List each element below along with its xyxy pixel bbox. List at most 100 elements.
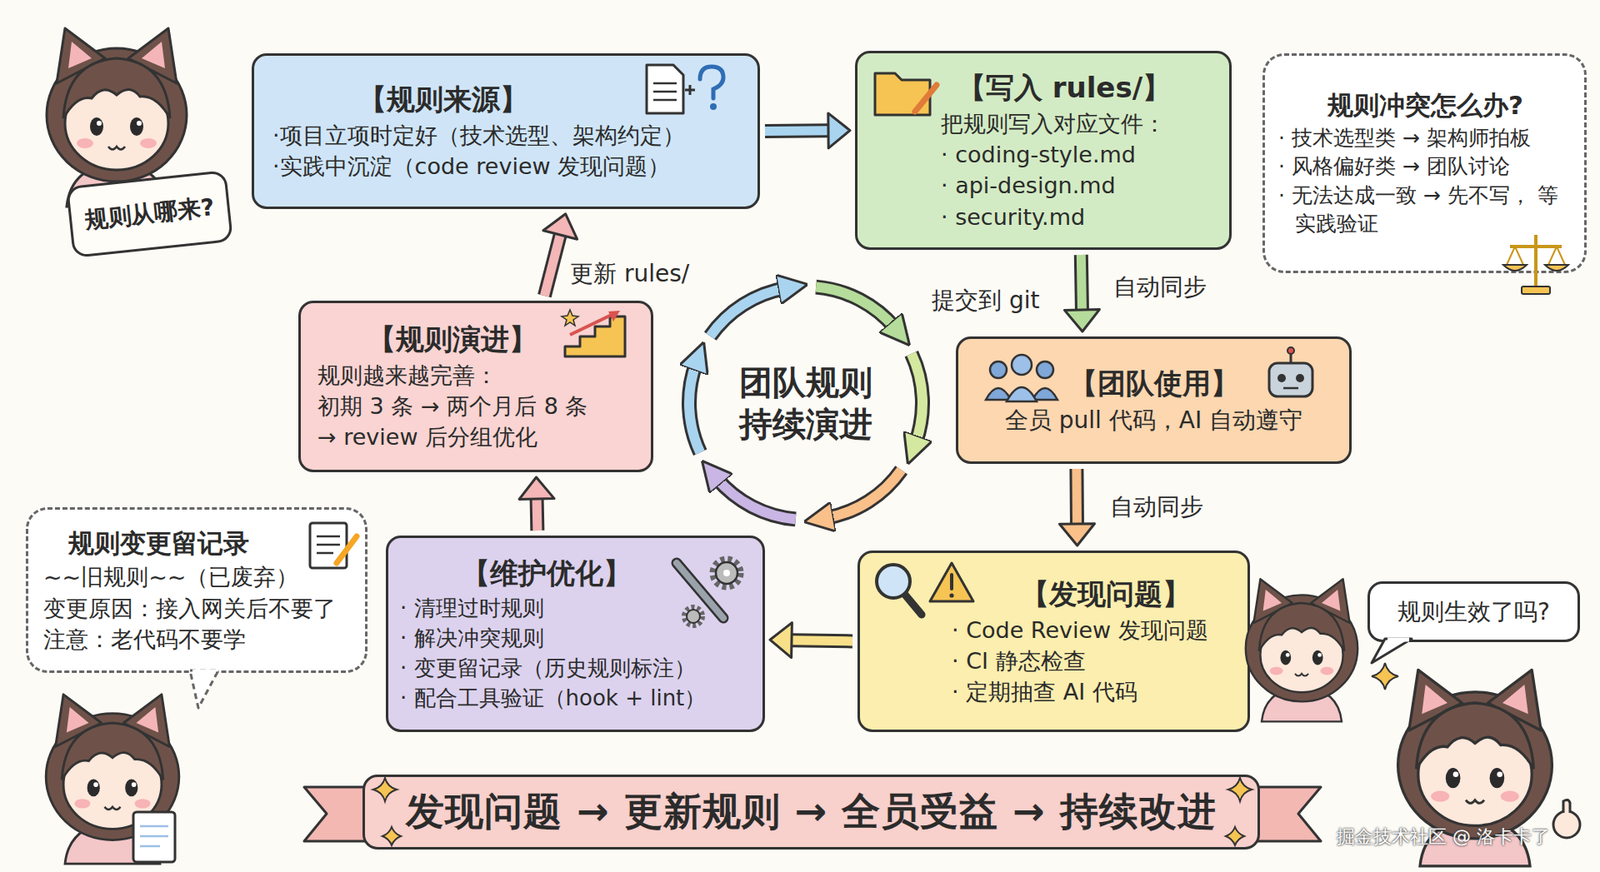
watermark: 掘金技术社区 @ 洛卡卡了 — [1336, 825, 1550, 850]
cycle-title: 团队规则 持续演进 — [730, 361, 881, 445]
flow-arrow — [1060, 469, 1095, 546]
process-box: 【写入 rules/】把规则写入对应文件：· coding-style.md· … — [855, 50, 1232, 250]
cat-notepad — [140, 826, 169, 847]
cycle-arrows — [825, 470, 901, 519]
box-text: · CI 静态检查 — [951, 645, 1235, 677]
cat-mascot — [1245, 579, 1358, 722]
note-bubble: 规则变更留记录~~旧规则~~（已废弃）变更原因：接入网关后不要了注意：老代码不要… — [25, 507, 368, 674]
box-text: ·项目立项时定好（技术选型、架构约定） — [272, 120, 740, 151]
box-text: · 变更留记录（历史规则标注） — [400, 654, 751, 685]
flow-arrow — [1064, 255, 1100, 332]
box-text: 变更原因：接入网关后不要了 — [43, 593, 350, 625]
arrow-head — [828, 113, 850, 149]
arrow-head — [1064, 310, 1100, 332]
box-heading: 规则冲突怎么办? — [1278, 87, 1573, 124]
edge-label: 提交到 git — [931, 285, 1040, 317]
arrow-head — [770, 623, 792, 659]
cycle-arrows — [710, 288, 785, 337]
box-text: · security.md — [940, 201, 1213, 233]
box-text: 全员 pull 代码，AI 自动遵守 — [971, 404, 1336, 437]
box-text: 把规则写入对应文件： — [940, 108, 1213, 140]
box-heading: 【发现问题】 — [951, 575, 1235, 615]
flow-arrow — [765, 113, 850, 149]
box-text: · 技术选型类 → 架构师拍板 — [1278, 124, 1573, 154]
flow-arrow — [519, 477, 555, 531]
cycle-arrows — [716, 478, 796, 520]
cycle-arrows — [710, 288, 785, 337]
arrow-shaft — [791, 640, 853, 642]
thumbs-up — [1553, 800, 1580, 839]
arrow-outline — [544, 235, 560, 296]
box-heading: 【规则来源】 — [272, 80, 740, 120]
box-text: · 定期抽查 AI 代码 — [951, 676, 1235, 708]
box-text: 规则生效了吗? — [1378, 596, 1570, 629]
box-text: ~~旧规则~~（已废弃） — [43, 561, 350, 593]
arrow-outline — [791, 640, 853, 642]
box-text: · api-design.md — [940, 170, 1213, 201]
box-text: · Code Review 发现问题 — [951, 615, 1235, 646]
box-heading: 【维护优化】 — [400, 554, 751, 595]
box-text: ·实践中沉淀（code review 发现问题） — [272, 150, 740, 182]
arrow-head — [519, 477, 555, 500]
banner-tails — [1255, 787, 1321, 842]
cycle-arrows — [825, 470, 901, 519]
box-text: → review 后分组优化 — [317, 421, 635, 453]
cycle-arrows — [911, 354, 923, 444]
cycle-arrows — [911, 354, 923, 444]
arrow-outline — [765, 123, 829, 139]
arrow-outline — [1069, 469, 1085, 525]
cycle-arrows — [689, 363, 700, 453]
thumbs-up — [1563, 800, 1570, 814]
box-heading: 【写入 rules/】 — [915, 68, 1213, 109]
edge-label: 自动同步 — [1110, 491, 1204, 524]
box-text: 规则从哪来? — [76, 190, 222, 238]
sparkle-stars — [1371, 663, 1399, 690]
box-heading: 【规则演进】 — [317, 320, 635, 360]
thumbs-up — [1553, 811, 1580, 839]
box-text: · 配合工具验证（hook + lint） — [400, 684, 751, 715]
process-box: 【维护优化】· 清理过时规则· 解决冲突规则· 变更留记录（历史规则标注）· 配… — [385, 535, 765, 733]
cat-mascot — [45, 695, 180, 865]
cycle-arrows — [716, 478, 796, 520]
arrow-shaft — [532, 499, 543, 531]
arrow-head — [1060, 524, 1095, 546]
arrow-shaft — [544, 235, 560, 296]
box-heading: 【团队使用】 — [971, 364, 1336, 405]
process-box: 【规则来源】·项目立项时定好（技术选型、架构约定）·实践中沉淀（code rev… — [251, 53, 760, 210]
cycle-arrows — [689, 363, 700, 453]
process-box: 【规则演进】规则越来越完善：初期 3 条 → 两个月后 8 条→ review … — [298, 300, 654, 473]
banner-tails — [304, 787, 367, 842]
cat-notepad — [133, 812, 175, 863]
cycle-arrows — [689, 287, 923, 520]
box-heading: 规则变更留记录 — [43, 525, 350, 562]
arrow-head — [543, 214, 578, 240]
bubble-tails — [1371, 639, 1412, 664]
process-box: 【团队使用】全员 pull 代码，AI 自动遵守 — [955, 336, 1352, 465]
banner-tails — [304, 787, 1321, 842]
box-text: · coding-style.md — [940, 139, 1213, 170]
edge-label: 更新 rules/ — [570, 258, 690, 290]
cycle-arrows — [815, 287, 895, 329]
arrow-shaft — [765, 125, 829, 136]
box-text: · 无法达成一致 → 先不写， 等实践验证 — [1278, 181, 1573, 240]
arrow-outline — [1080, 255, 1082, 310]
slogan-banner: 发现问题 → 更新规则 → 全员受益 → 持续改进 — [362, 775, 1260, 850]
box-text: 发现问题 → 更新规则 → 全员受益 → 持续改进 — [381, 786, 1241, 839]
arrow-outline — [530, 499, 545, 531]
flow-arrow — [770, 623, 853, 659]
bubble-tails — [190, 670, 219, 709]
box-text: 注意：老代码不要学 — [43, 624, 350, 655]
box-text: 规则越来越完善： — [317, 360, 635, 391]
note-box: 规则冲突怎么办?· 技术选型类 → 架构师拍板· 风格偏好类 → 团队讨论· 无… — [1262, 53, 1587, 274]
box-text: 初期 3 条 → 两个月后 8 条 — [317, 390, 635, 422]
cat-notepad — [133, 812, 175, 863]
arrow-shaft — [1071, 469, 1082, 525]
cycle-arrows — [815, 287, 895, 329]
box-text: · 解决冲突规则 — [400, 624, 751, 655]
scale-icon — [1521, 286, 1550, 295]
box-text: · 清理过时规则 — [400, 594, 751, 625]
process-box: 【发现问题】· Code Review 发现问题· CI 静态检查· 定期抽查 … — [857, 550, 1250, 733]
arrow-shaft — [1080, 255, 1082, 310]
flow-note: 自动同步 — [1113, 271, 1207, 304]
